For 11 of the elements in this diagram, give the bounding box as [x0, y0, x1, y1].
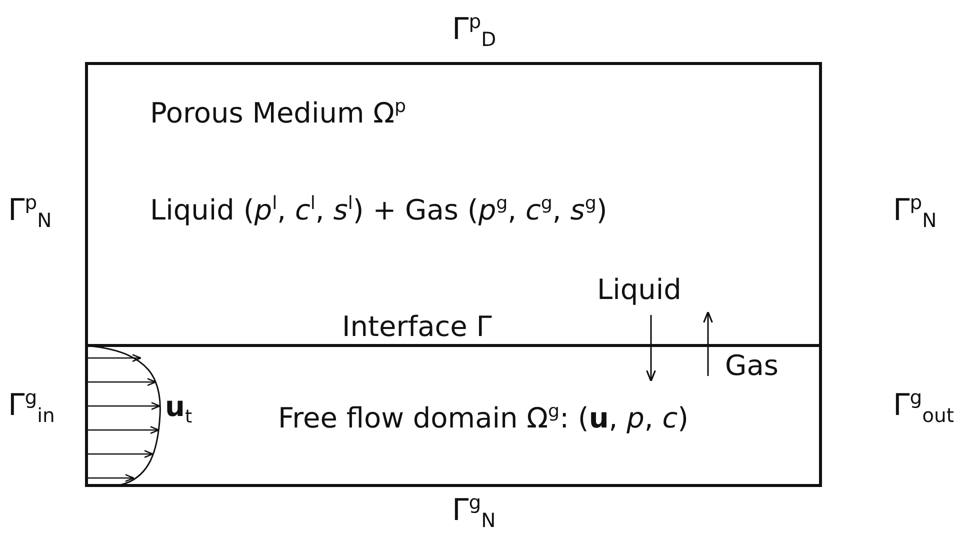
free-flow-box: [85, 344, 822, 487]
porous-medium-box: [85, 62, 822, 347]
edge-label: Liquid: [597, 276, 682, 304]
interface-label: Interface Γ: [342, 313, 492, 341]
domain-label: Liquid (p$^{l}$, c$^{l}$, s$^{l}$) + Gas (p$^{g}$, c$^{g}$, s$^{g}$): [150, 195, 608, 224]
domain-label: Free flow domain Ω$^{g}$: (u, p, c): [278, 403, 689, 432]
edge-label: Gas: [725, 352, 778, 380]
velocity-label: u$_{t}$: [165, 393, 192, 427]
domain-title: Porous Medium Ω$^{p}$: [150, 98, 406, 128]
flux-arrow: [646, 315, 656, 382]
flux-arrow: [703, 311, 713, 376]
